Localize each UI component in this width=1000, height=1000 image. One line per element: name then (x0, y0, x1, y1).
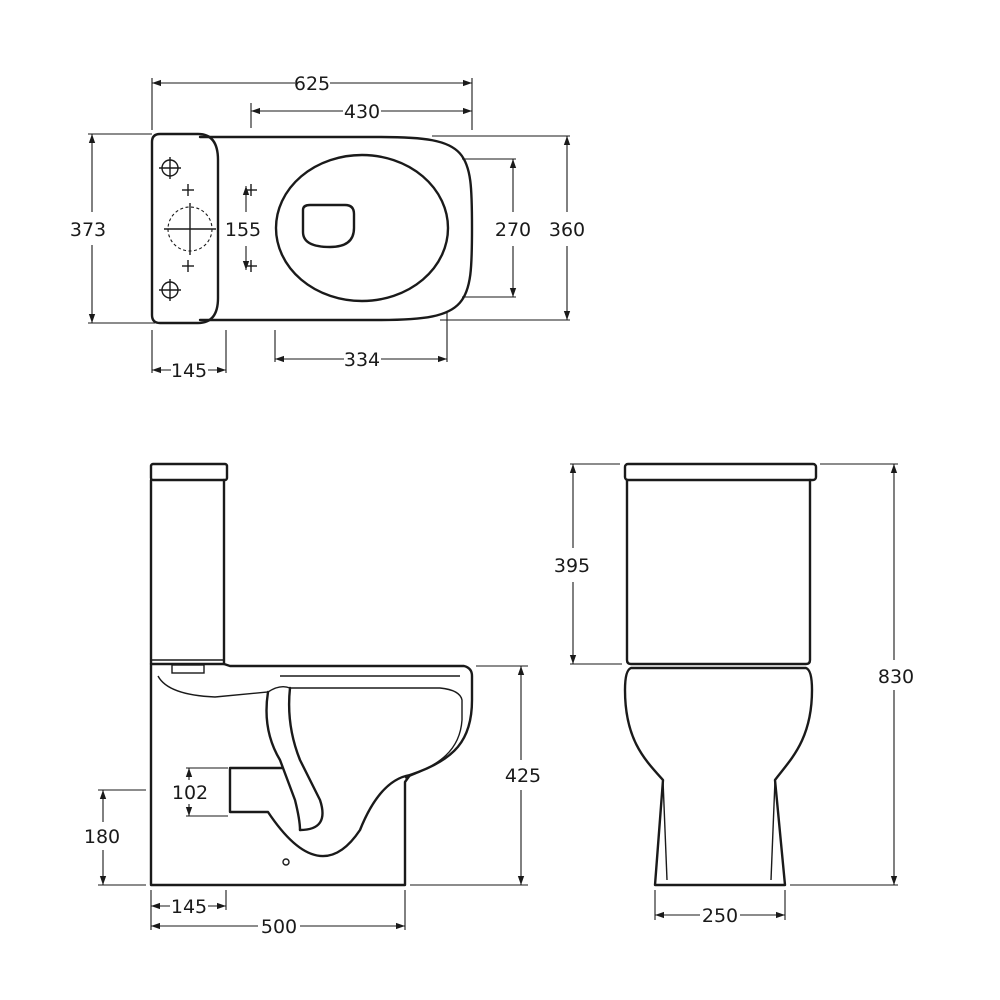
fixing-hole-icon (159, 279, 181, 301)
flush-hole-icon (164, 203, 216, 255)
top-cistern-outline (150, 132, 220, 325)
dim-label-155: 155 (225, 219, 261, 241)
side-view: 425 180 102 145 500 (84, 462, 541, 938)
side-extension-lines (98, 665, 528, 930)
dim-label-145-top: 145 (171, 360, 207, 382)
dim-label-373: 373 (70, 219, 106, 241)
top-view: 625 430 373 155 270 360 145 334 (70, 73, 585, 382)
front-cistern-body (625, 478, 812, 666)
dim-label-270: 270 (495, 219, 531, 241)
top-seat-ellipse (274, 153, 450, 303)
dim-label-625: 625 (294, 73, 330, 95)
side-seat-rim (157, 675, 463, 779)
dim-label-145-side: 145 (171, 896, 207, 918)
side-trapway (265, 690, 302, 832)
front-extension-lines (570, 463, 898, 920)
dim-label-830: 830 (878, 666, 914, 688)
dim-label-425: 425 (505, 765, 541, 787)
side-cistern-lid (149, 462, 229, 482)
dim-label-395: 395 (554, 555, 590, 577)
top-bowl-outline (198, 135, 474, 322)
side-trap-bowl (228, 766, 412, 858)
dim-label-430: 430 (344, 101, 380, 123)
dim-label-334: 334 (344, 349, 380, 371)
side-pan-outline (149, 662, 474, 887)
dim-label-500: 500 (261, 916, 297, 938)
side-cistern-body (149, 478, 226, 666)
front-view: 395 830 250 (554, 462, 914, 927)
dim-label-250: 250 (702, 905, 738, 927)
cross-mark-icon (182, 184, 257, 272)
top-extension-lines (88, 78, 570, 373)
dim-label-180: 180 (84, 826, 120, 848)
side-drain-hole (282, 858, 290, 866)
front-pan-outline (623, 666, 814, 887)
side-flush-button (171, 664, 205, 674)
dim-label-102: 102 (172, 782, 208, 804)
dim-label-360: 360 (549, 219, 585, 241)
front-cistern-lid (623, 462, 818, 482)
top-bowl-opening (301, 203, 356, 249)
fixing-hole-icon (159, 157, 181, 179)
